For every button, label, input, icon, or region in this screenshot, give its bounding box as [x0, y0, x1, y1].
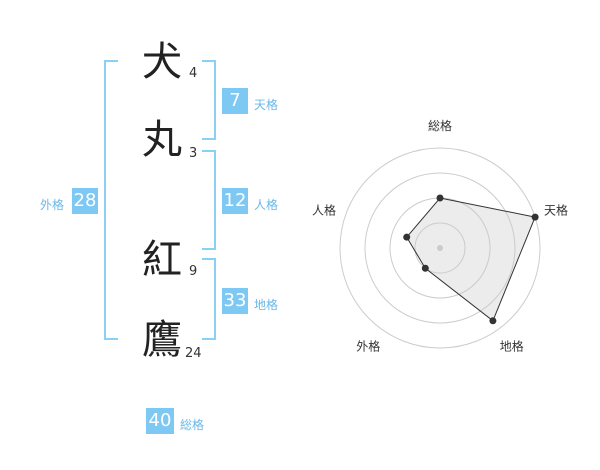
gaikaku-bracket — [104, 60, 118, 340]
radar-axis-label: 人格 — [312, 202, 336, 217]
stroke-count-1: 4 — [189, 66, 198, 81]
chikaku-value: 33 — [222, 288, 248, 314]
radar-axis-label: 天格 — [544, 202, 568, 217]
gaikaku-label: 外格 — [40, 198, 65, 212]
jinkaku-value: 12 — [222, 188, 248, 214]
radar-axis-label: 外格 — [356, 339, 380, 354]
radar-polygon — [406, 197, 536, 322]
gaikaku-value: 28 — [72, 188, 98, 214]
radar-ring — [364, 172, 516, 324]
radar-ring — [414, 222, 466, 274]
tenkaku-label: 天格 — [254, 98, 279, 112]
name-char-2: 丸 — [142, 117, 182, 163]
name-char-4: 鷹 — [142, 317, 182, 363]
radar-point — [531, 213, 539, 221]
tenkaku-bracket — [202, 60, 216, 140]
radar-point — [489, 317, 497, 325]
soukaku-value: 40 — [146, 408, 174, 434]
radar-point — [436, 194, 444, 202]
name-char-1: 犬 — [142, 39, 182, 85]
radar-center — [437, 245, 443, 251]
radar-axis-label: 総格 — [428, 118, 452, 133]
radar-point — [421, 264, 429, 272]
name-char-3: 紅 — [142, 237, 182, 283]
tenkaku-value: 7 — [222, 88, 248, 114]
stroke-count-4: 24 — [185, 346, 202, 361]
stroke-count-3: 9 — [189, 264, 198, 279]
radar-axis-label: 地格 — [500, 339, 524, 354]
soukaku-label: 総格 — [180, 418, 205, 432]
jinkaku-label: 人格 — [254, 198, 279, 212]
jinkaku-bracket — [202, 150, 216, 250]
stroke-count-2: 3 — [189, 146, 198, 161]
radar-ring — [339, 147, 541, 349]
radar-point — [403, 233, 411, 241]
chikaku-bracket — [202, 258, 216, 340]
chikaku-label: 地格 — [254, 298, 279, 312]
